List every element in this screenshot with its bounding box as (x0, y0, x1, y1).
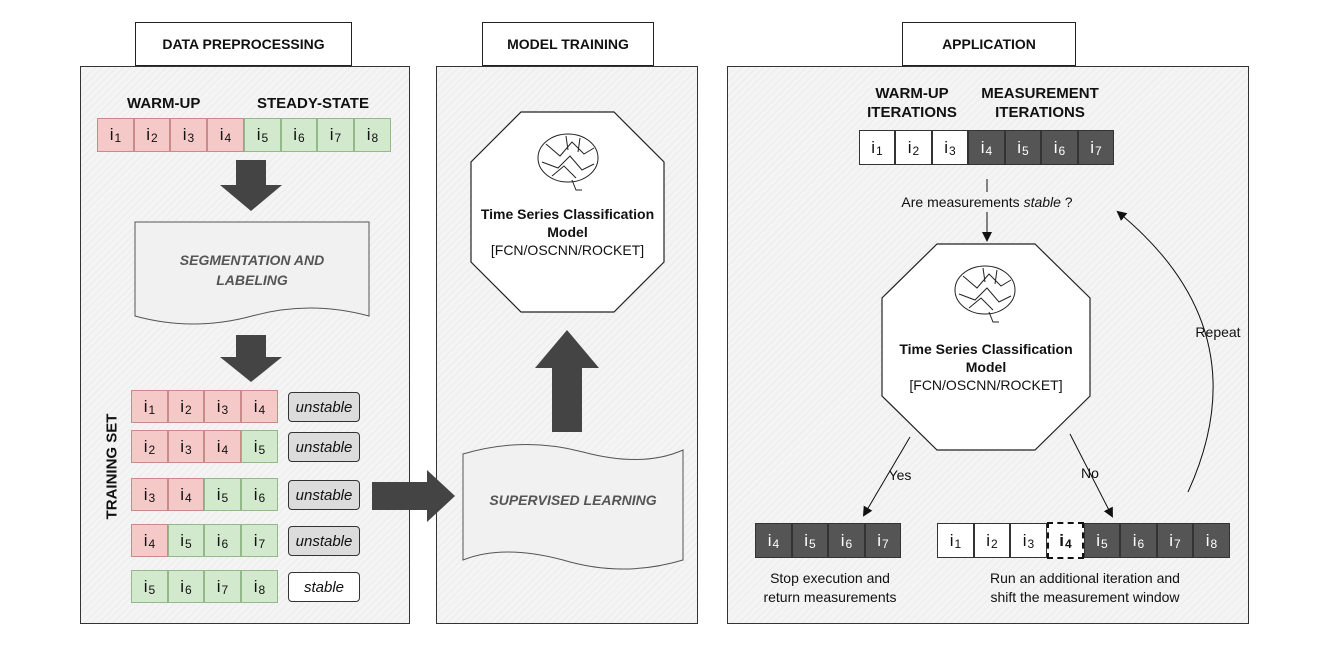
no-arrow (1069, 433, 1113, 518)
warmup-header: WARM-UP (127, 95, 201, 112)
segmentation-shape (134, 221, 370, 325)
repeat-label: Repeat (1195, 324, 1241, 340)
tab-model-training: MODEL TRAINING (482, 22, 654, 66)
label-unstable: unstable (288, 480, 360, 510)
tab-data-preprocessing: DATA PREPROCESSING (135, 22, 352, 66)
brain-icon (954, 265, 1016, 323)
yes-label: Yes (888, 467, 912, 483)
steady-state-header: STEADY-STATE (257, 95, 369, 112)
supervised-shape (462, 444, 684, 570)
model-text-application: Time Series Classification Model [FCN/OS… (899, 341, 1073, 393)
repeat-arrow (1116, 210, 1214, 493)
training-set-label: TRAINING SET (103, 413, 121, 520)
label-stable: stable (288, 572, 360, 602)
down-arrow-icon (220, 160, 282, 211)
label-unstable: unstable (288, 526, 360, 556)
label-unstable: unstable (288, 392, 360, 422)
model-text-training: Time Series Classification Model [FCN/OS… (480, 206, 655, 258)
no-label: No (1081, 465, 1099, 481)
brain-icon (537, 133, 599, 191)
supervised-learning-label: SUPERVISED LEARNING (489, 492, 657, 508)
right-arrow-icon (372, 470, 455, 522)
stability-question: Are measurements stable ? (901, 194, 1073, 210)
tab-application: APPLICATION (902, 22, 1076, 66)
down-arrow-icon (220, 335, 282, 382)
yes-arrow (862, 436, 911, 517)
label-unstable: unstable (288, 432, 360, 462)
model-octagon-training (470, 111, 665, 313)
up-arrow-icon (535, 330, 599, 432)
model-octagon-application (881, 243, 1091, 451)
